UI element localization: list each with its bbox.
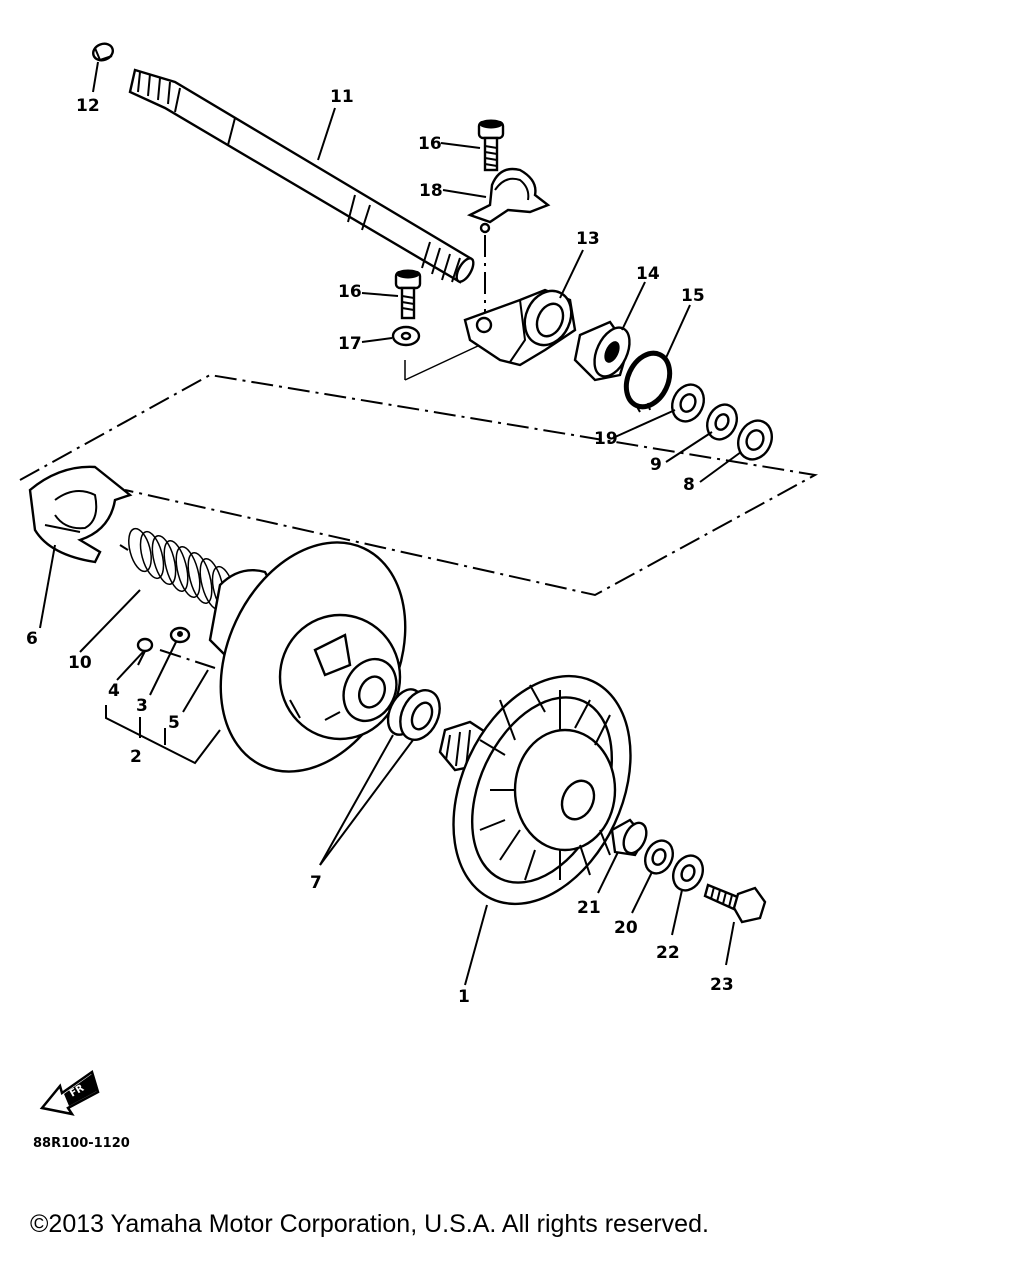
bolt-part-16-top [477, 119, 505, 172]
label-part-15: 15 [681, 286, 705, 306]
fixed-sheave-part-1 [438, 674, 632, 906]
bearing-housing-part-13 [463, 288, 577, 367]
label-part-19: 19 [594, 429, 618, 449]
shaft-part-11 [128, 68, 475, 284]
label-part-17: 17 [338, 334, 362, 354]
washer-part-19 [671, 383, 705, 423]
front-arrow-icon: FR [39, 1069, 100, 1116]
label-part-13: 13 [576, 229, 600, 249]
moveable-sheave [208, 541, 407, 773]
label-part-3: 3 [136, 696, 148, 716]
leader-lines [39, 61, 742, 986]
washer-part-9 [706, 403, 738, 441]
washer-part-17 [391, 325, 421, 347]
bolt-part-23 [703, 883, 767, 924]
diagram-reference-code: 88R100-1120 [33, 1136, 130, 1151]
washer-part-22 [672, 854, 704, 892]
label-part-16-top: 16 [418, 134, 442, 154]
weight-part-3 [169, 626, 191, 644]
spacer-part-21 [610, 818, 648, 857]
bolt-part-16-middle [394, 269, 422, 320]
bearing-cap-part-18 [466, 167, 551, 234]
washer-part-8 [737, 419, 773, 461]
reference-frame-lines [19, 235, 819, 669]
label-part-12: 12 [76, 96, 100, 116]
label-part-9: 9 [650, 455, 662, 475]
circlip-part-15 [623, 350, 673, 413]
part-number-labels: 12 11 16 18 13 14 15 16 17 19 9 8 6 10 4… [26, 87, 734, 1007]
label-part-22: 22 [656, 943, 680, 963]
washer-part-20 [644, 839, 674, 875]
bushing-part-7 [386, 688, 441, 741]
label-part-10: 10 [68, 653, 92, 673]
label-part-8: 8 [683, 475, 695, 495]
label-part-11: 11 [330, 87, 354, 107]
bearing-part-14 [573, 320, 631, 382]
label-part-2: 2 [130, 747, 142, 767]
label-part-21: 21 [577, 898, 601, 918]
label-part-7: 7 [310, 873, 322, 893]
label-part-18: 18 [419, 181, 443, 201]
label-part-20: 20 [614, 918, 638, 938]
label-part-4: 4 [108, 681, 120, 701]
label-part-5: 5 [168, 713, 180, 733]
weight-part-4 [136, 637, 154, 666]
label-part-23: 23 [710, 975, 734, 995]
label-part-14: 14 [636, 264, 660, 284]
exploded-parts-diagram: 12 11 16 18 13 14 15 16 17 19 9 8 6 10 4… [19, 42, 819, 1151]
label-part-1: 1 [458, 987, 470, 1007]
label-part-16-middle: 16 [338, 282, 362, 302]
cap-part-12 [92, 42, 114, 62]
copyright-notice: ©2013 Yamaha Motor Corporation, U.S.A. A… [30, 1210, 709, 1238]
cam-part-6 [28, 465, 133, 564]
label-part-6: 6 [26, 629, 38, 649]
